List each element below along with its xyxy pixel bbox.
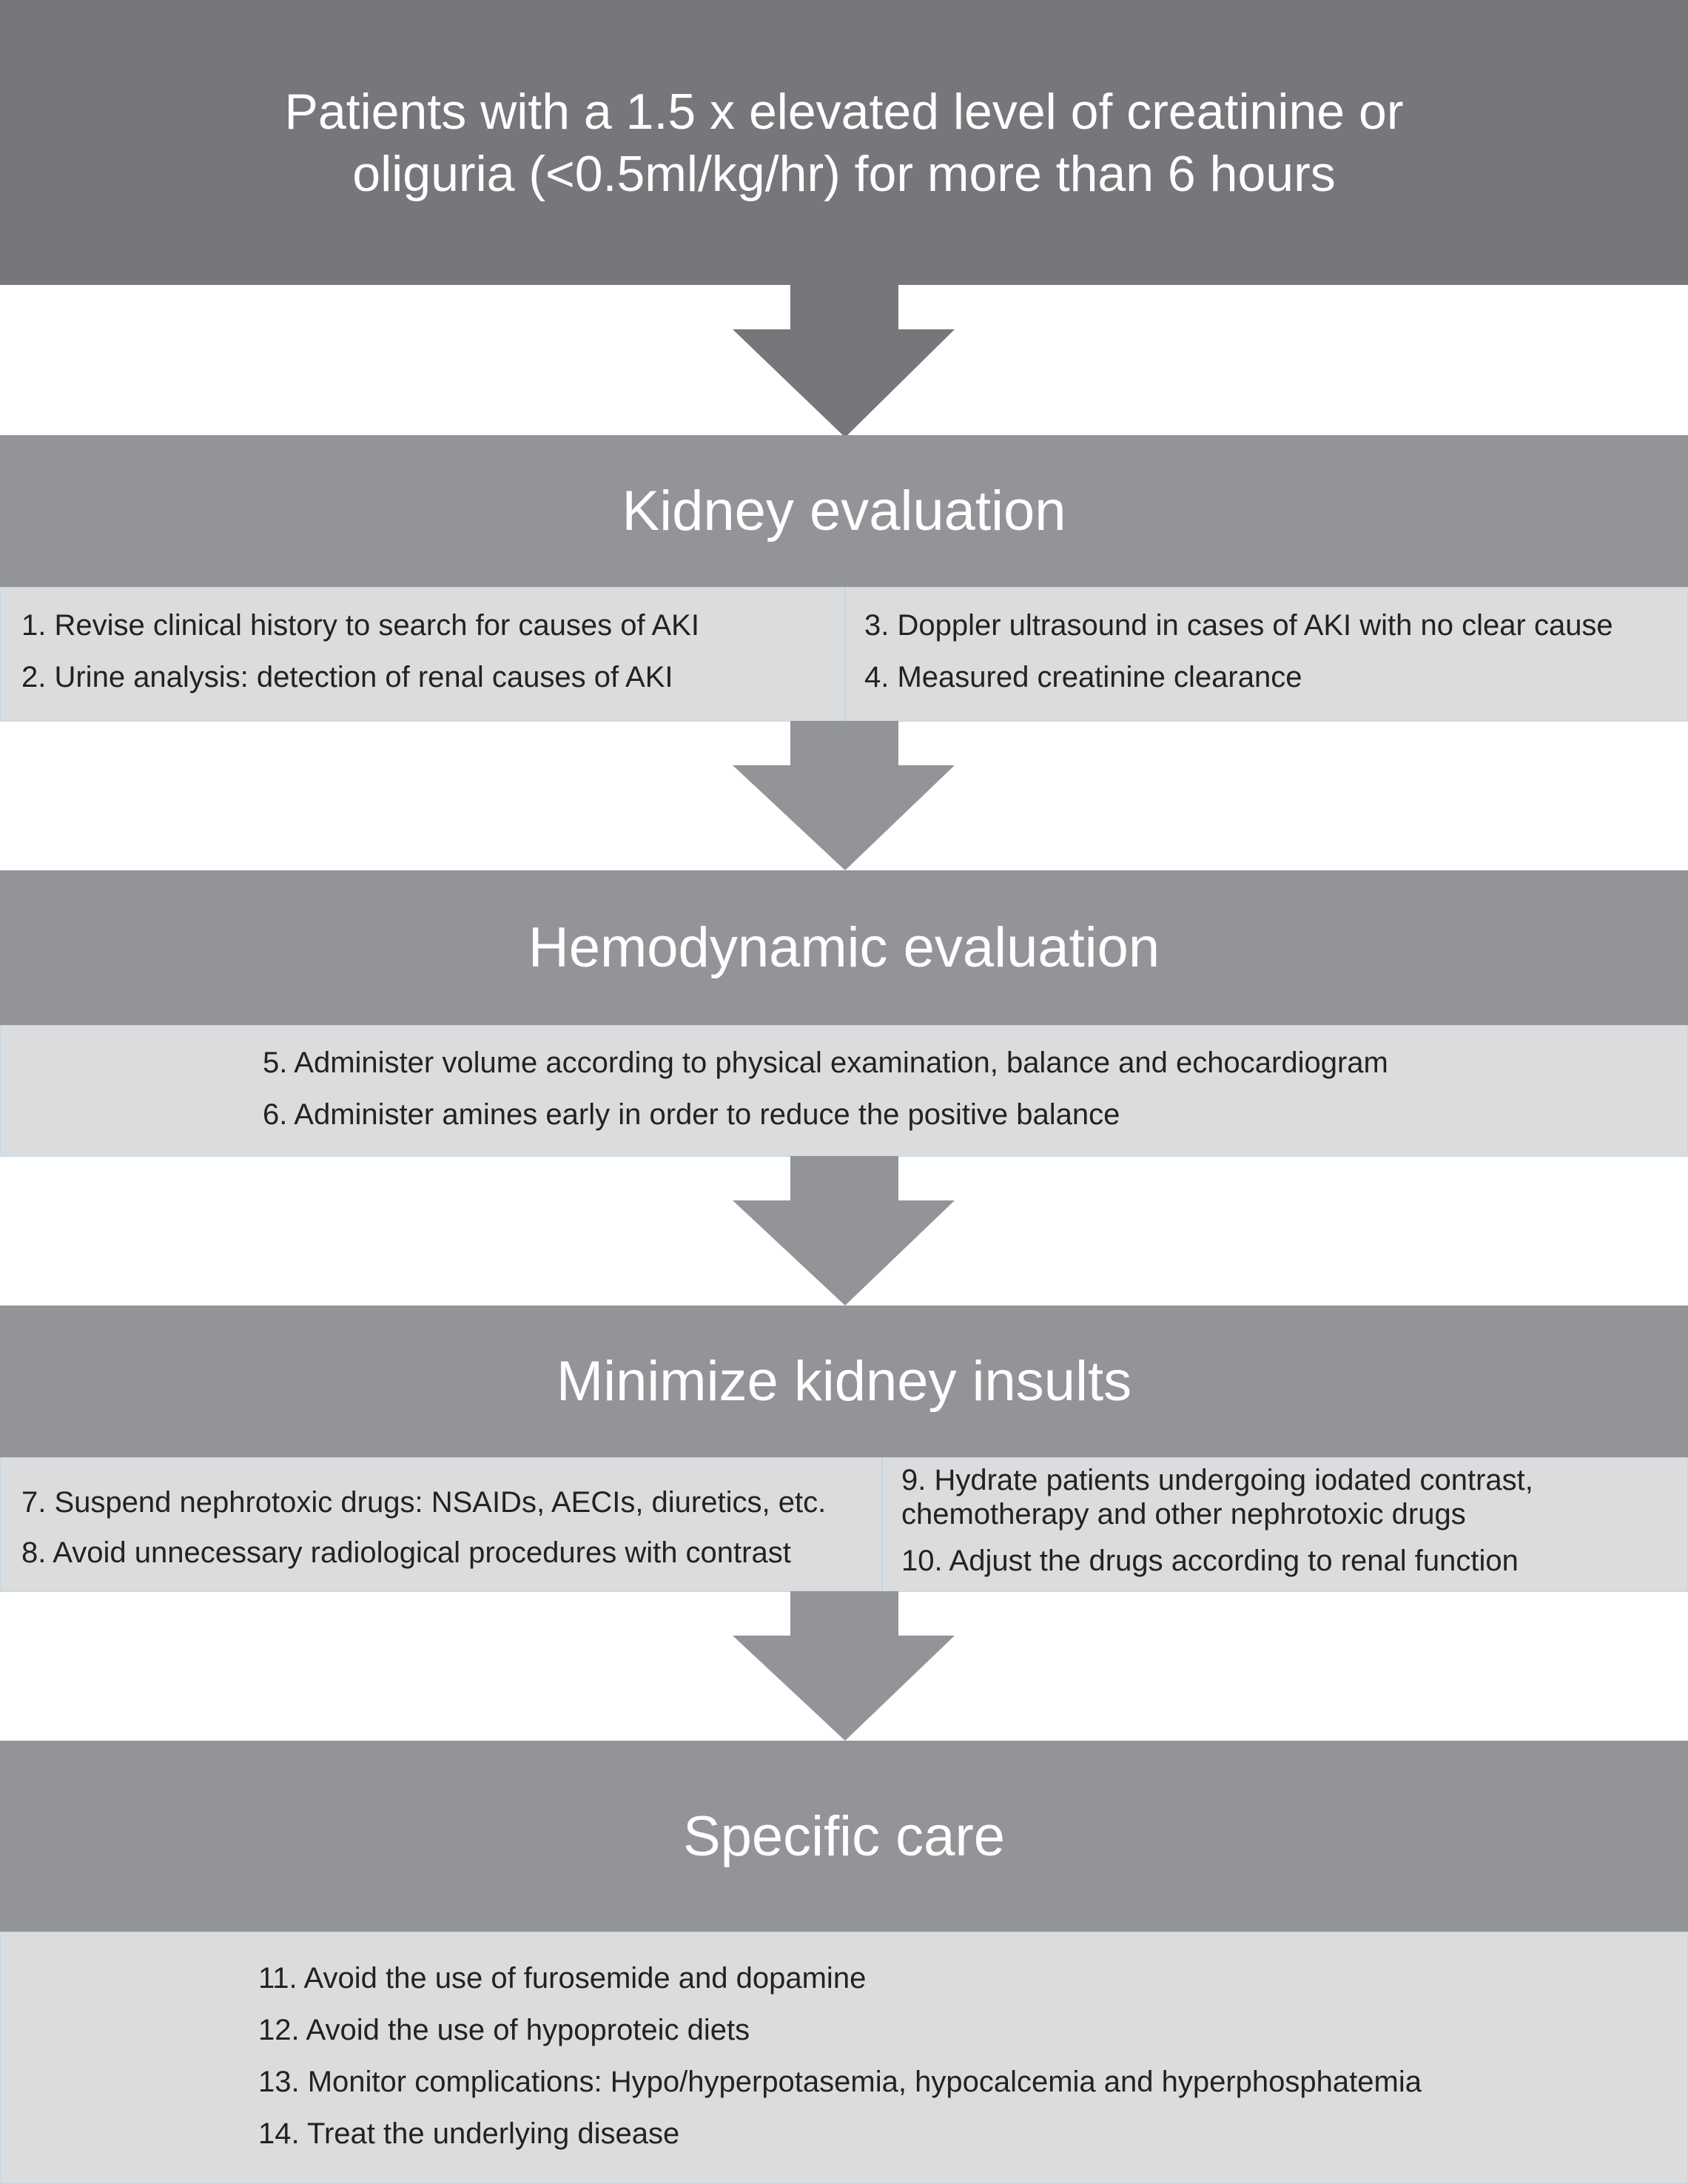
kidney-evaluation-header: Kidney evaluation xyxy=(0,435,1688,587)
list-item: 2. Urine analysis: detection of renal ca… xyxy=(21,661,673,693)
start-condition-line-2: oliguria (<0.5ml/kg/hr) for more than 6 … xyxy=(352,145,1336,202)
hemodynamic-evaluation-title: Hemodynamic evaluation xyxy=(528,916,1160,979)
specific-care-header: Specific care xyxy=(0,1741,1688,1932)
list-item-continuation: chemotherapy and other nephrotoxic drugs xyxy=(901,1498,1466,1531)
minimize-kidney-insults-right-column: 9. Hydrate patients undergoing iodated c… xyxy=(881,1458,1687,1591)
kidney-evaluation-title: Kidney evaluation xyxy=(622,480,1066,542)
flow-arrow-3 xyxy=(733,1156,955,1306)
kidney-evaluation-left-column: 1. Revise clinical history to search for… xyxy=(1,588,844,721)
flow-arrow-4 xyxy=(733,1591,955,1741)
list-item: 13. Monitor complications: Hypo/hyperpot… xyxy=(258,2066,1422,2098)
hemodynamic-evaluation-header: Hemodynamic evaluation xyxy=(0,870,1688,1025)
list-item: 8. Avoid unnecessary radiological proced… xyxy=(21,1536,791,1569)
list-item: 14. Treat the underlying disease xyxy=(258,2117,680,2150)
minimize-kidney-insults-header: Minimize kidney insults xyxy=(0,1306,1688,1457)
list-item: 1. Revise clinical history to search for… xyxy=(21,609,699,642)
minimize-kidney-insults-title: Minimize kidney insults xyxy=(556,1350,1132,1413)
start-condition-line-1: Patients with a 1.5 x elevated level of … xyxy=(284,83,1404,140)
kidney-evaluation-right-column: 3. Doppler ultrasound in cases of AKI wi… xyxy=(844,588,1687,721)
flow-arrow-2 xyxy=(733,721,955,870)
start-condition-box: Patients with a 1.5 x elevated level of … xyxy=(0,0,1688,285)
list-item: 5. Administer volume according to physic… xyxy=(263,1046,1388,1079)
list-item: 10. Adjust the drugs according to renal … xyxy=(901,1545,1519,1577)
list-item: 7. Suspend nephrotoxic drugs: NSAIDs, AE… xyxy=(21,1486,827,1519)
minimize-kidney-insults-left-column: 7. Suspend nephrotoxic drugs: NSAIDs, AE… xyxy=(1,1458,881,1591)
minimize-kidney-insults-panel: 7. Suspend nephrotoxic drugs: NSAIDs, AE… xyxy=(0,1457,1688,1592)
list-item: 3. Doppler ultrasound in cases of AKI wi… xyxy=(864,609,1613,642)
hemodynamic-evaluation-panel: 5. Administer volume according to physic… xyxy=(0,1025,1688,1157)
list-item: 4. Measured creatinine clearance xyxy=(864,661,1302,693)
specific-care-panel: 11. Avoid the use of furosemide and dopa… xyxy=(0,1932,1688,2184)
specific-care-title: Specific care xyxy=(682,1804,1006,1868)
list-item: 9. Hydrate patients undergoing iodated c… xyxy=(901,1464,1533,1496)
list-item: 11. Avoid the use of furosemide and dopa… xyxy=(258,1962,867,1995)
list-item: 12. Avoid the use of hypoproteic diets xyxy=(258,2014,750,2046)
kidney-evaluation-panel: 1. Revise clinical history to search for… xyxy=(0,587,1688,722)
flow-arrow-1 xyxy=(733,285,955,437)
list-item: 6. Administer amines early in order to r… xyxy=(263,1098,1120,1131)
